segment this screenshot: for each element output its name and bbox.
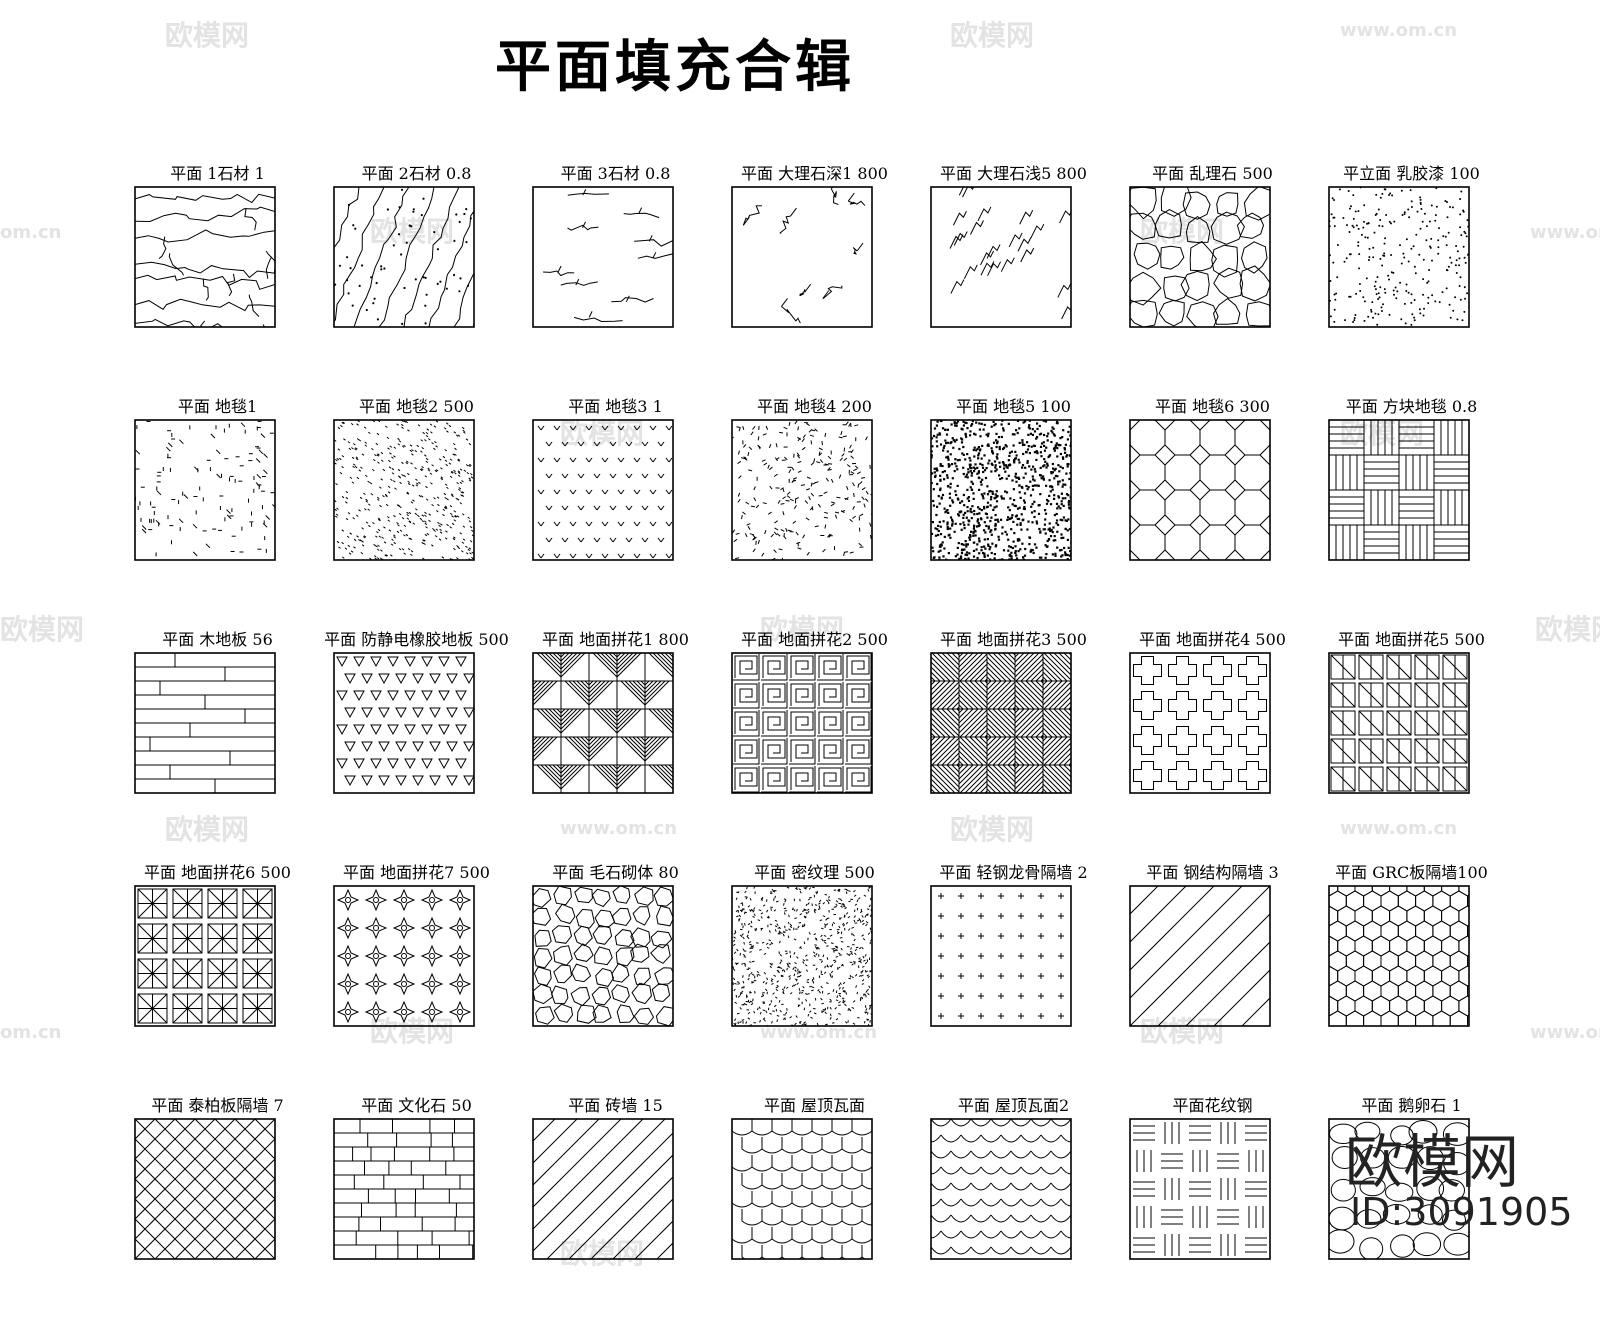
hatch-swatch-branch-veins — [530, 184, 676, 330]
hatch-swatch-dense-texture — [729, 883, 875, 1029]
hatch-swatch-sparse-dots — [1326, 184, 1472, 330]
hatch-swatch-checker-plate — [1127, 1116, 1273, 1262]
hatch-tile: 平面 防静电橡胶地板 500 — [317, 622, 516, 855]
hatch-swatch-star-squares — [132, 883, 278, 1029]
hatch-tile: 平面 轻钢龙骨隔墙 2 — [914, 855, 1113, 1088]
hatch-swatch-random-stone — [1127, 184, 1273, 330]
hatch-swatch-grid-triangles — [1326, 650, 1472, 796]
hatch-swatch-plus-signs — [928, 883, 1074, 1029]
hatch-swatch-hexagons — [1326, 883, 1472, 1029]
hatch-swatch-greek-key — [729, 650, 875, 796]
hatch-tile: 平面 地毯4 200 — [715, 389, 914, 622]
hatch-tile: 平面 方块地毯 0.8 — [1312, 389, 1511, 622]
hatch-tile: 平面 屋顶瓦面 — [715, 1088, 914, 1321]
hatch-tile: 平面 地毯1 — [118, 389, 317, 622]
hatch-tile: 平面 地毯6 300 — [1113, 389, 1312, 622]
hatch-swatch-carpet-noise — [928, 417, 1074, 563]
hatch-swatch-culture-stone — [331, 1116, 477, 1262]
watermark-brand: 欧模网 — [165, 14, 249, 54]
hatch-label: 平面 GRC板隔墙100 — [1292, 859, 1531, 883]
hatch-tile: 平面 地毯2 500 — [317, 389, 516, 622]
hatch-tile: 平面 1石材 1 — [118, 156, 317, 389]
hatch-tile: 平面 GRC板隔墙100 — [1312, 855, 1511, 1088]
hatch-tile: 平面 地面拼花2 500 — [715, 622, 914, 855]
watermark-site: om.cn — [0, 1022, 61, 1043]
hatch-tile: 平面花纹钢 — [1113, 1088, 1312, 1321]
page-title: 平面填充合辑 — [495, 22, 855, 103]
hatch-tile: 平面 地面拼花6 500 — [118, 855, 317, 1088]
hatch-swatch-diagonal-cracks — [331, 184, 477, 330]
hatch-swatch-carpet-arrows — [530, 417, 676, 563]
hatch-label: 平面 地面拼花5 500 — [1292, 626, 1531, 650]
hatch-swatch-brick-diagonals — [530, 1116, 676, 1262]
hatch-tile: 平面 3石材 0.8 — [516, 156, 715, 389]
hatch-swatch-crosshatch — [132, 1116, 278, 1262]
hatch-tile: 平面 地面拼花4 500 — [1113, 622, 1312, 855]
hatch-swatch-fish-scale — [928, 1116, 1074, 1262]
hatch-tile: 平面 屋顶瓦面2 — [914, 1088, 1113, 1321]
hatch-tile: 平面 毛石砌体 80 — [516, 855, 715, 1088]
model-id: ID:3091905 — [1350, 1190, 1573, 1234]
hatch-swatch-triangles — [331, 650, 477, 796]
brand-logo-text: 欧模网 — [1345, 1115, 1519, 1199]
watermark-site: www.om.cn — [1340, 20, 1457, 41]
hatch-swatch-wide-diagonals — [1127, 883, 1273, 1029]
watermark-site: www.om.cn — [1530, 1022, 1600, 1043]
hatch-tile: 平面 乱理石 500 — [1113, 156, 1312, 389]
watermark-brand: 欧模网 — [950, 14, 1034, 54]
hatch-swatch-flower-grid — [331, 883, 477, 1029]
hatch-swatch-carpet-specks — [132, 417, 278, 563]
hatch-tile: 平面 地面拼花3 500 — [914, 622, 1113, 855]
hatch-tile: 平面 2石材 0.8 — [317, 156, 516, 389]
hatch-tile: 平面 地毯3 1 — [516, 389, 715, 622]
hatch-swatch-marble-veins — [729, 184, 875, 330]
hatch-label: 平面 方块地毯 0.8 — [1292, 393, 1531, 417]
hatch-tile: 平面 密纹理 500 — [715, 855, 914, 1088]
hatch-tile: 平面 地面拼花1 800 — [516, 622, 715, 855]
watermark-site: om.cn — [0, 222, 61, 243]
hatch-tile: 平面 木地板 56 — [118, 622, 317, 855]
hatch-label: 平面 鹅卵石 1 — [1292, 1092, 1531, 1116]
watermark-brand: 欧模网 — [1535, 608, 1600, 648]
hatch-tile: 平面 泰柏板隔墙 7 — [118, 1088, 317, 1321]
hatch-label: 平立面 乳胶漆 100 — [1292, 160, 1531, 184]
hatch-swatch-octagon-star — [1127, 417, 1273, 563]
hatch-swatch-wood-boards — [132, 650, 278, 796]
watermark-brand: 欧模网 — [0, 608, 84, 648]
hatch-swatch-parquet-basket — [1326, 417, 1472, 563]
hatch-tile: 平面 地毯5 100 — [914, 389, 1113, 622]
hatch-swatch-roof-tiles — [729, 1116, 875, 1262]
hatch-swatch-stone-cracks — [132, 184, 278, 330]
hatch-tile: 平面 钢结构隔墙 3 — [1113, 855, 1312, 1088]
hatch-swatch-carpet-dashes — [729, 417, 875, 563]
hatch-tile: 平面 文化石 50 — [317, 1088, 516, 1321]
hatch-swatch-carpet-dense — [331, 417, 477, 563]
hatch-swatch-rubble-stone — [530, 883, 676, 1029]
hatch-tile: 平面 大理石深1 800 — [715, 156, 914, 389]
hatch-swatch-marble-ticks — [928, 184, 1074, 330]
hatch-tile: 平面 砖墙 15 — [516, 1088, 715, 1321]
hatch-tile: 平面 大理石浅5 800 — [914, 156, 1113, 389]
hatch-tile: 平立面 乳胶漆 100 — [1312, 156, 1511, 389]
hatch-swatch-cross-star — [1127, 650, 1273, 796]
watermark-site: www.om.cn — [1530, 222, 1600, 243]
hatch-tile: 平面 地面拼花7 500 — [317, 855, 516, 1088]
hatch-tile: 平面 地面拼花5 500 — [1312, 622, 1511, 855]
hatch-swatch-diag-weave — [928, 650, 1074, 796]
hatch-swatch-herringbone-block — [530, 650, 676, 796]
